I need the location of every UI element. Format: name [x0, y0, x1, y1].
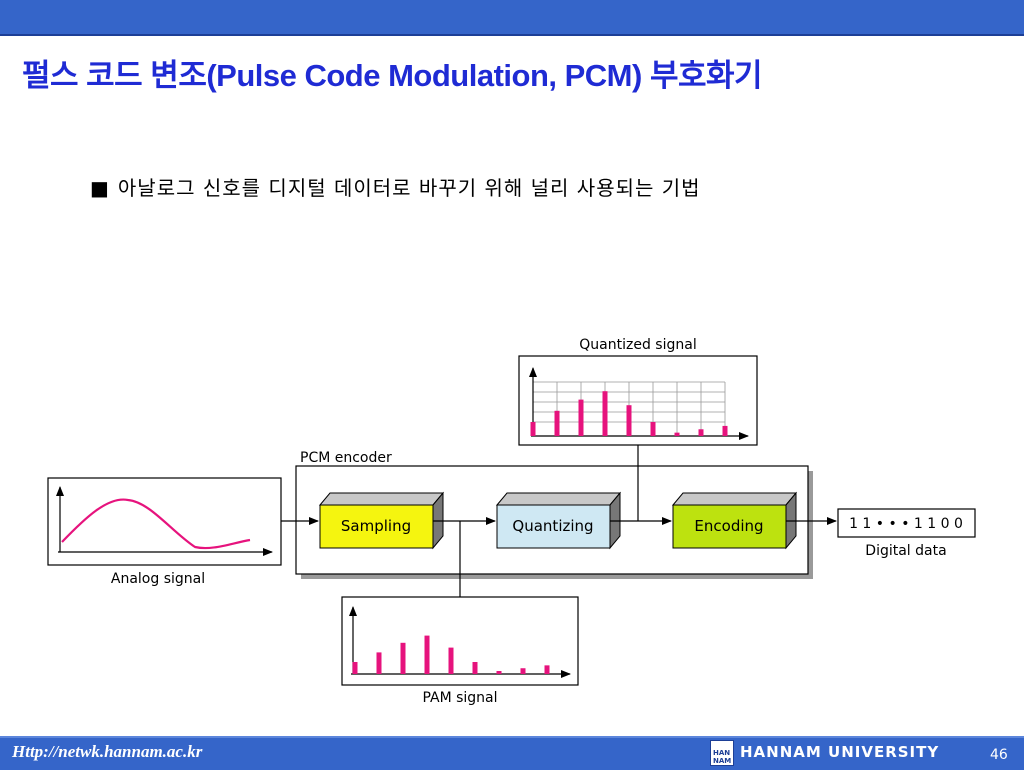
- quantized-signal-label: Quantized signal: [579, 337, 696, 353]
- quantized-pulse-8: [698, 429, 704, 436]
- footer-url-link[interactable]: Http://netwk.hannam.ac.kr: [12, 742, 203, 761]
- quantized-pulse-5: [626, 405, 632, 436]
- digital-data-box: [837, 508, 976, 538]
- bullet-square-icon: ■: [90, 176, 110, 200]
- pam-pulse-1: [352, 662, 358, 674]
- encoding-block: [672, 504, 787, 549]
- footer-bar: [0, 736, 1024, 770]
- quantizing-block: [496, 504, 611, 549]
- pam-pulse-9: [544, 665, 550, 674]
- university-logo-icon: HAN NAM: [710, 740, 734, 766]
- pam-pulse-7: [496, 671, 502, 674]
- pam-pulse-2: [376, 652, 382, 674]
- quantizing-label: Quantizing: [512, 517, 593, 535]
- slide-title: 펄스 코드 변조(Pulse Code Modulation, PCM) 부호화…: [22, 58, 763, 93]
- quantized-pulse-9: [722, 425, 728, 436]
- sampling-block: [319, 504, 434, 549]
- quantized-pulses: [530, 391, 728, 436]
- pam-pulse-5: [448, 647, 454, 674]
- page-number: 46: [990, 747, 1008, 763]
- pam-pulse-8: [520, 668, 526, 674]
- pam-pulse-3: [400, 642, 406, 674]
- quantized-pulse-3: [578, 399, 584, 436]
- encoding-block-top: [671, 492, 798, 506]
- analog-waveform: [61, 498, 251, 550]
- pam-pulses: [352, 635, 550, 674]
- pcm-encoder-label: PCM encoder: [300, 450, 392, 466]
- top-banner: [0, 0, 1024, 36]
- quantizing-block-top: [495, 492, 622, 506]
- pcm-diagram: PCM encoder Sampling Quantizing Encoding…: [47, 337, 976, 706]
- logo-text: HAN NAM: [713, 749, 732, 765]
- quantized-pulse-6: [650, 422, 656, 436]
- sampling-label: Sampling: [341, 517, 411, 535]
- sampling-block-top: [318, 492, 445, 506]
- digital-data-value: 1 1 • • • 1 1 0 0: [849, 516, 963, 532]
- bullet-text: 아날로그 신호를 디지털 데이터로 바꾸기 위해 널리 사용되는 기법: [117, 176, 701, 200]
- footer-university-name: HANNAM UNIVERSITY: [740, 743, 940, 761]
- pam-pulse-6: [472, 662, 478, 674]
- pam-signal-label: PAM signal: [422, 690, 497, 706]
- quantized-pulse-1: [530, 422, 536, 436]
- quantized-pulse-7: [674, 432, 680, 436]
- digital-data-label: Digital data: [865, 543, 946, 559]
- pam-pulse-4: [424, 635, 430, 674]
- analog-signal-label: Analog signal: [111, 571, 205, 587]
- bullet-item: ■ 아날로그 신호를 디지털 데이터로 바꾸기 위해 널리 사용되는 기법: [90, 172, 701, 201]
- quantized-pulse-4: [602, 391, 608, 436]
- quantized-pulse-2: [554, 410, 560, 436]
- encoding-label: Encoding: [694, 517, 763, 535]
